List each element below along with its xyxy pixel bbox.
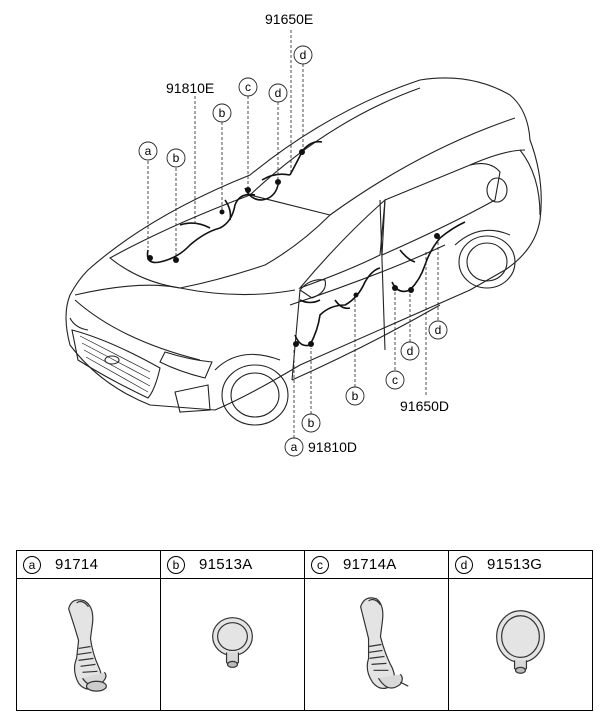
callout-91810D: 91810D: [308, 439, 357, 455]
letter-a: a: [291, 440, 298, 454]
connectors: [147, 149, 440, 347]
legend-cell-a: a 91714: [17, 551, 161, 710]
legend-letter: a: [23, 555, 41, 574]
plug-grommet-image: [449, 579, 592, 710]
legend-letter: b: [167, 555, 185, 574]
letter-b: b: [352, 389, 359, 403]
letter-callouts: [138, 45, 448, 457]
letter-c: c: [392, 373, 398, 387]
legend-cell-d: d 91513G: [449, 551, 592, 710]
grommet-icon: [68, 599, 107, 692]
letter-a: a: [145, 144, 152, 158]
legend-header: c 91714A: [305, 551, 448, 579]
legend-header: a 91714: [17, 551, 160, 579]
grommet-icon: [360, 597, 409, 690]
wiring-harness-rear-door: [391, 221, 466, 293]
legend-part-number: 91513G: [487, 556, 543, 573]
plug-icon: [496, 610, 545, 674]
letter-d: d: [275, 86, 282, 100]
callout-91650E: 91650E: [265, 11, 313, 27]
callout-91810E: 91810E: [166, 80, 214, 96]
letter-c: c: [245, 80, 251, 94]
letter-d: d: [407, 344, 414, 358]
plug-icon: [212, 617, 253, 668]
legend-cell-c: c 91714A: [305, 551, 449, 710]
legend-cell-b: b 91513A: [161, 551, 305, 710]
letter-d: d: [300, 48, 307, 62]
letter-b: b: [219, 106, 226, 120]
legend-header: d 91513G: [449, 551, 592, 579]
callout-91650D: 91650D: [400, 398, 449, 414]
letter-d: d: [435, 323, 442, 337]
legend-part-number: 91714A: [343, 556, 397, 573]
car-illustration: [65, 77, 542, 426]
grommet-image: [17, 579, 160, 710]
letter-b: b: [173, 151, 180, 165]
grommet-image: [305, 579, 448, 710]
letter-b: b: [308, 416, 315, 430]
legend-header: b 91513A: [161, 551, 304, 579]
letter-callout-text: a b b c d d a b b c d d: [145, 48, 442, 454]
callout-labels: 91650E 91810E 91810D 91650D: [166, 11, 449, 455]
plug-grommet-image: [161, 579, 304, 710]
wiring-diagram: 91650E 91810E 91810D 91650D a b b c d d …: [65, 11, 542, 457]
legend-letter: c: [311, 555, 329, 574]
legend-letter: d: [455, 555, 473, 574]
legend-part-number: 91714: [55, 556, 99, 573]
parts-legend-table: a 91714 b 91513A: [16, 550, 593, 711]
leader-lines: [147, 30, 439, 438]
legend-part-number: 91513A: [199, 556, 253, 573]
